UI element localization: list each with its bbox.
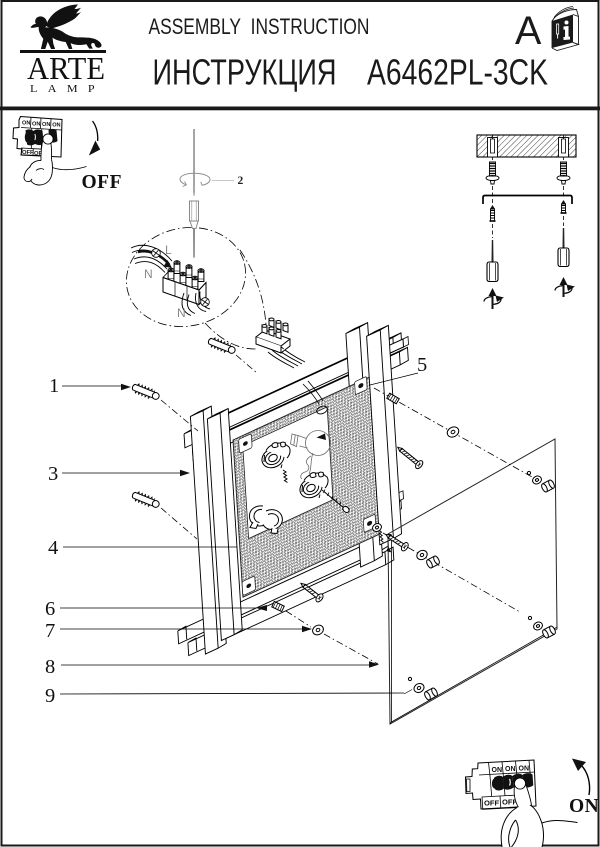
svg-text:7: 7 xyxy=(45,620,55,642)
svg-text:2: 2 xyxy=(238,175,244,187)
svg-text:OFF: OFF xyxy=(22,150,34,156)
svg-text:OFF: OFF xyxy=(502,798,518,807)
svg-text:N: N xyxy=(144,267,153,281)
svg-text:ASSEMBLY INSTRUCTION: ASSEMBLY INSTRUCTION xyxy=(149,14,370,39)
svg-text:ON: ON xyxy=(42,122,50,128)
svg-text:ON: ON xyxy=(569,796,599,817)
svg-text:8: 8 xyxy=(45,656,55,678)
svg-text:A6462PL-3CK: A6462PL-3CK xyxy=(367,52,548,93)
svg-text:LAMP: LAMP xyxy=(30,84,105,95)
svg-text:3: 3 xyxy=(48,463,58,485)
svg-text:ON: ON xyxy=(22,121,30,127)
svg-text:L: L xyxy=(165,243,172,257)
svg-text:A: A xyxy=(515,9,542,53)
svg-text:4: 4 xyxy=(48,537,58,559)
svg-text:OFF: OFF xyxy=(82,172,123,193)
svg-text:ARTE: ARTE xyxy=(27,51,105,86)
svg-text:OFF: OFF xyxy=(34,151,46,157)
svg-text:OFF: OFF xyxy=(484,799,500,808)
svg-text:ON: ON xyxy=(492,767,503,774)
svg-text:1: 1 xyxy=(49,375,59,397)
svg-text:ON: ON xyxy=(519,765,530,772)
svg-text:ON: ON xyxy=(32,121,40,127)
svg-text:ИНСТРУКЦИЯ: ИНСТРУКЦИЯ xyxy=(153,52,337,93)
svg-text:6: 6 xyxy=(45,598,55,620)
svg-text:ON: ON xyxy=(505,766,516,773)
svg-text:ON: ON xyxy=(52,123,60,129)
svg-text:N: N xyxy=(177,306,186,320)
svg-text:5: 5 xyxy=(417,354,427,376)
svg-text:9: 9 xyxy=(45,685,55,707)
